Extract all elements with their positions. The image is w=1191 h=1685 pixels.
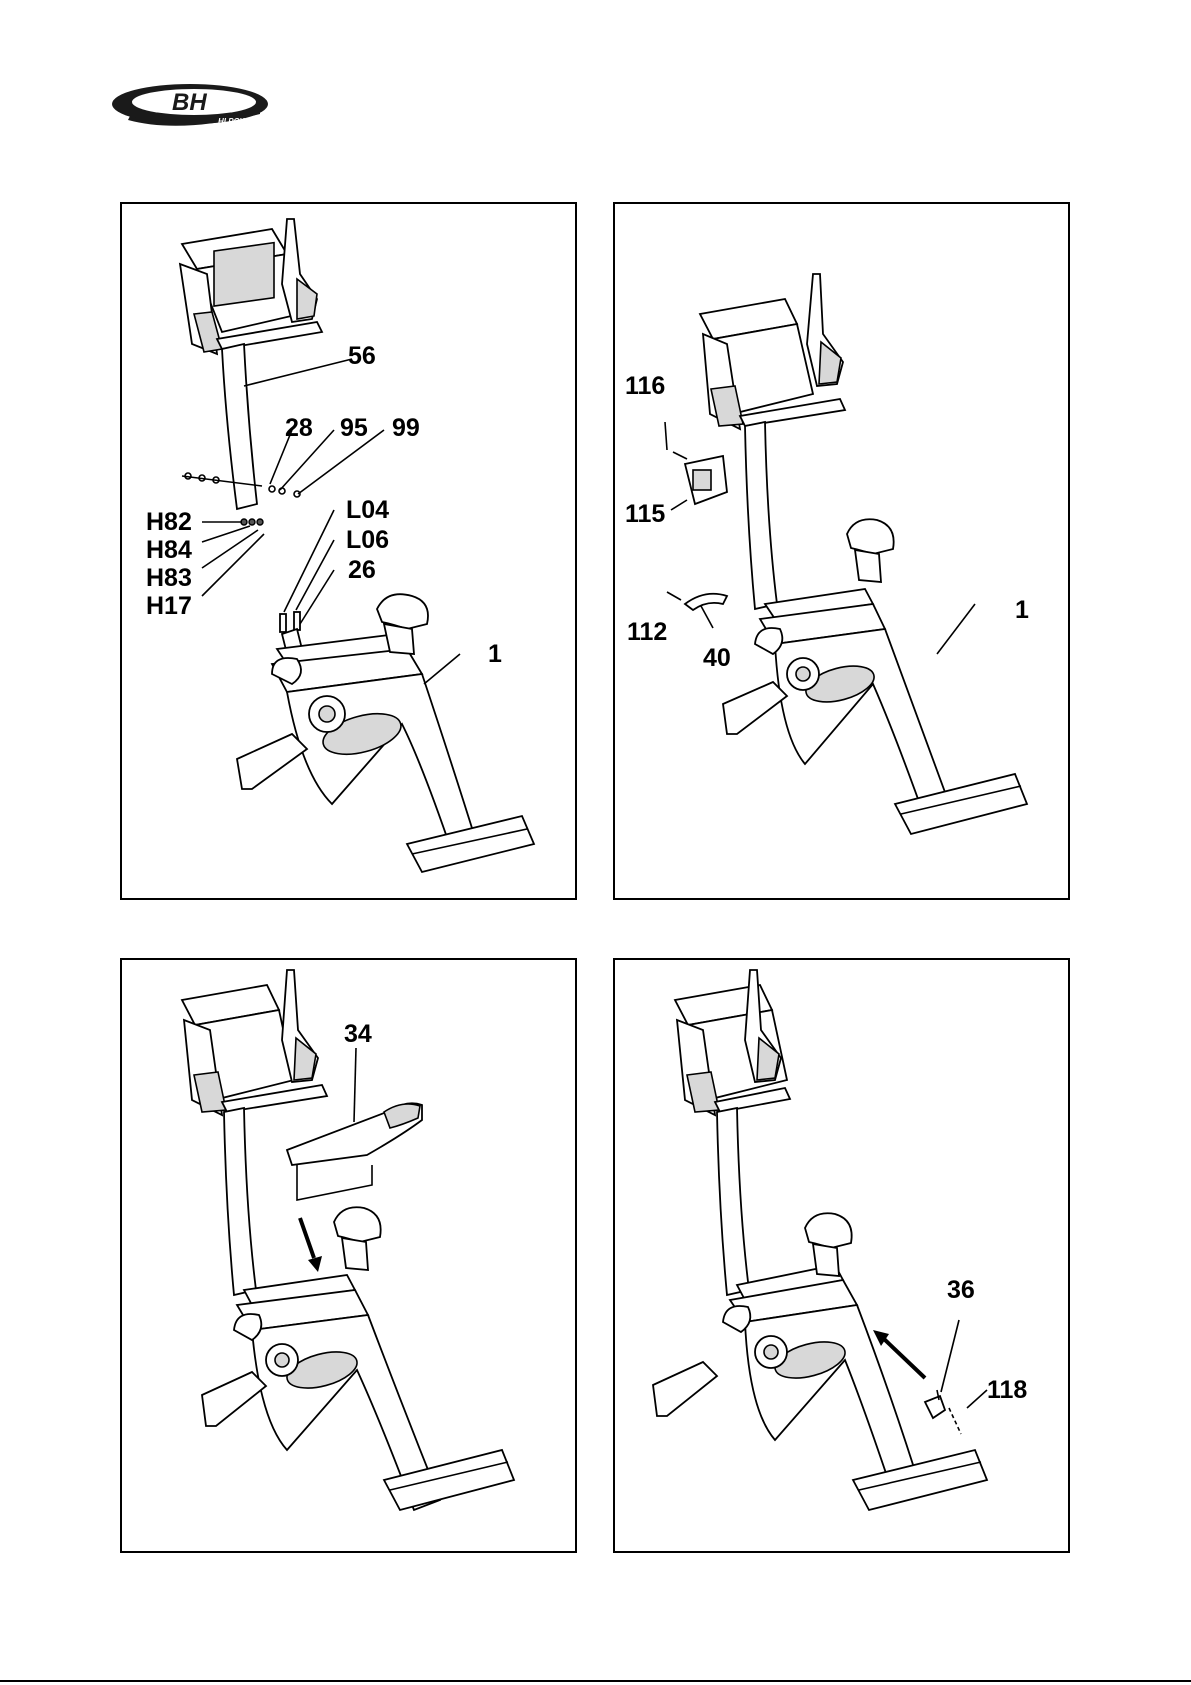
callout-118: 118: [987, 1378, 1027, 1403]
callout-115: 115: [625, 502, 665, 527]
step-2-bike-drawing: [615, 204, 1068, 898]
step-4-bike-drawing: [615, 960, 1068, 1551]
callout-1: 1: [488, 642, 502, 667]
callout-1: 1: [1015, 598, 1029, 623]
callout-26: 26: [348, 558, 376, 583]
callout-h83: H83: [146, 566, 192, 591]
callout-99: 99: [392, 416, 420, 441]
callout-h17: H17: [146, 594, 192, 619]
bh-logo-mark: BH HI POWER: [110, 80, 270, 130]
assembly-step-3-panel: 34: [120, 958, 577, 1553]
assembly-step-4-panel: 36 118: [613, 958, 1070, 1553]
callout-l04: L04: [346, 498, 389, 523]
callout-112: 112: [627, 620, 667, 645]
callout-95: 95: [340, 416, 368, 441]
callout-h84: H84: [146, 538, 192, 563]
bh-logo: BH HI POWER: [110, 80, 270, 130]
step-3-bike-drawing: [122, 960, 575, 1551]
callout-36: 36: [947, 1278, 975, 1303]
assembly-step-1-panel: 56 28 95 99 H82 H84 H83 H17 L04 L06 26 1: [120, 202, 577, 900]
assembly-step-2-panel: 116 115 112 40 1: [613, 202, 1070, 900]
logo-brand-text: BH: [172, 89, 207, 116]
callout-28: 28: [285, 416, 313, 441]
callout-56: 56: [348, 344, 376, 369]
page-bottom-rule: [0, 1680, 1191, 1682]
logo-tagline-text: HI POWER: [218, 117, 259, 126]
callout-116: 116: [625, 374, 665, 399]
callout-40: 40: [703, 646, 731, 671]
callout-l06: L06: [346, 528, 389, 553]
callout-h82: H82: [146, 510, 192, 535]
callout-34: 34: [344, 1022, 372, 1047]
